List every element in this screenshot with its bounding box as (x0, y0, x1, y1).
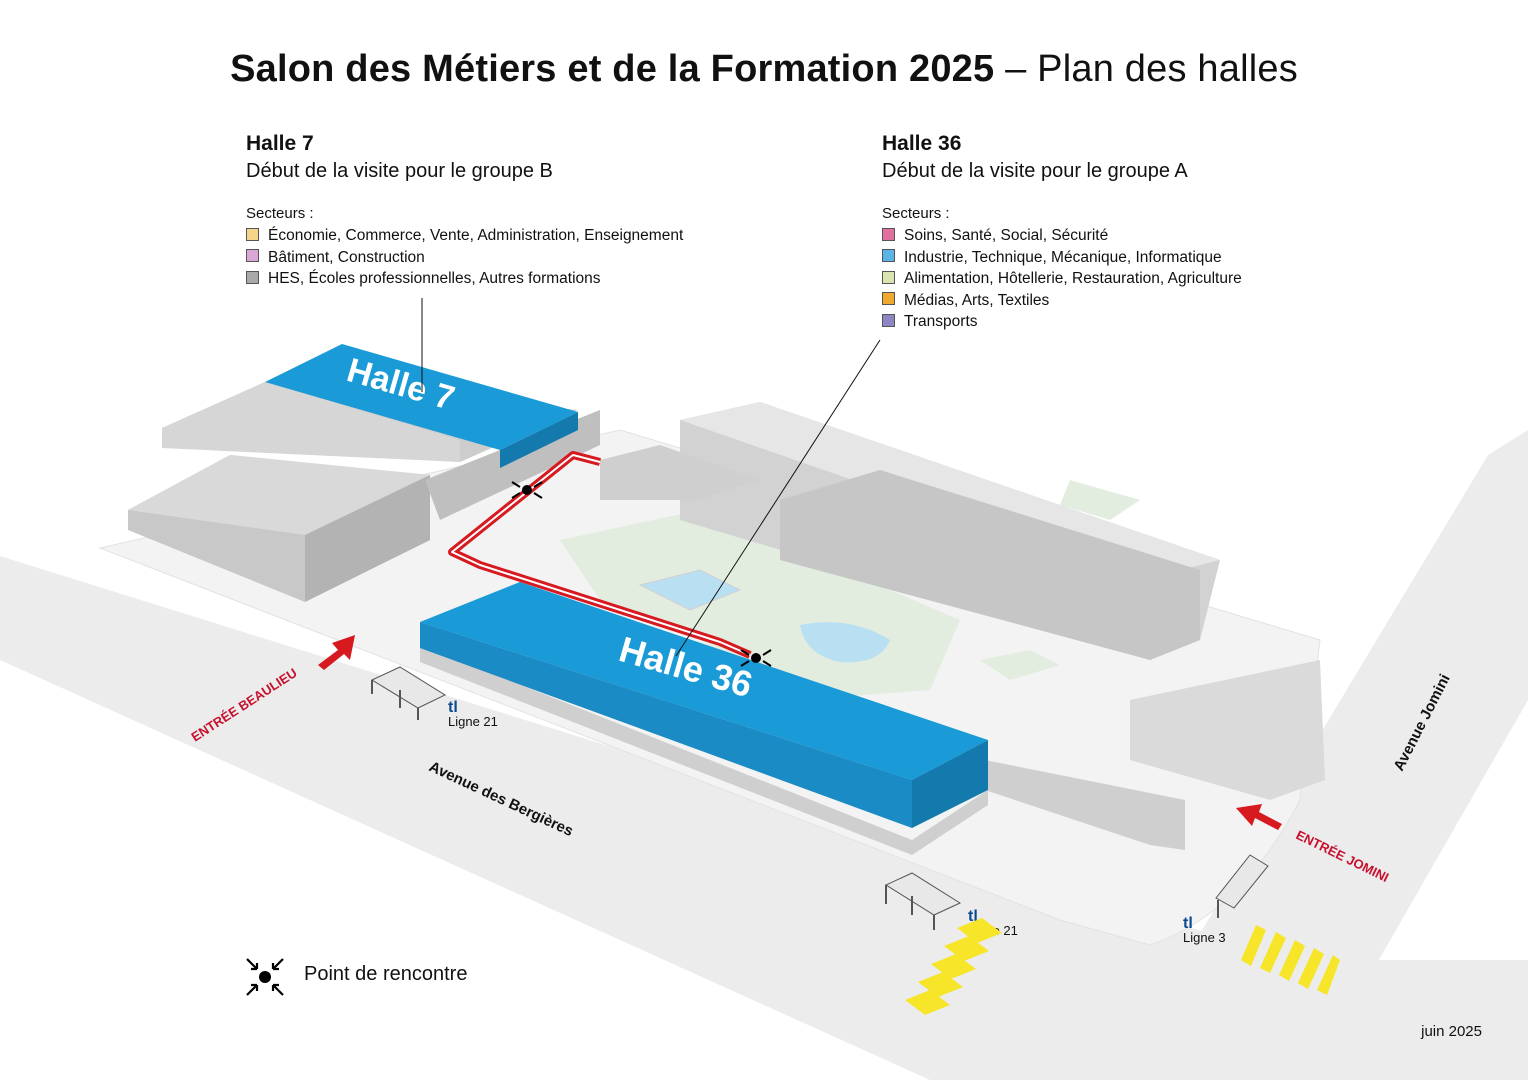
crosswalk-jomini (1241, 925, 1340, 995)
avenue-des-bergieres-road (0, 556, 1528, 1080)
legend-label: Économie, Commerce, Vente, Administratio… (268, 227, 684, 244)
date-label: juin 2025 (1421, 1023, 1482, 1040)
visit-route-inner (451, 454, 751, 656)
page-title-bold: Salon des Métiers et de la Formation 202… (230, 48, 995, 90)
legend-swatch (882, 270, 895, 284)
halle-7-subtitle: Début de la visite pour le groupe B (246, 160, 553, 182)
legend-swatch (882, 227, 895, 241)
halle-36-subtitle: Début de la visite pour le groupe A (882, 160, 1188, 182)
meeting-point-icon (246, 958, 284, 996)
crosswalk-bergieres (905, 918, 1002, 1015)
leader-line-halle-36 (675, 339, 881, 657)
halle-36-info: Halle 36 Début de la visite pour le grou… (882, 132, 1242, 333)
halle-36-building (420, 582, 988, 855)
halle-7-sectors-title: Secteurs : (246, 205, 314, 222)
legend-swatch (882, 292, 895, 306)
entree-jomini-arrow (1236, 804, 1282, 830)
avenue-jomini-road (1160, 430, 1528, 1080)
bus-stop-3-line: Ligne 3 (1183, 930, 1226, 945)
meeting-point-halle-7 (511, 481, 543, 499)
bus-stop-3-brand: tl (1183, 915, 1193, 932)
legend-swatch (882, 249, 895, 263)
bus-shelter-2 (884, 872, 962, 930)
legend-item: Économie, Commerce, Vente, Administratio… (246, 225, 683, 247)
legend-swatch (246, 249, 259, 263)
page-title-rest: – Plan des halles (994, 48, 1298, 90)
legend-label: Transports (904, 313, 978, 330)
bus-stop-1-brand: tl (448, 699, 458, 716)
page-title: Salon des Métiers et de la Formation 202… (0, 48, 1528, 91)
road-corner (1160, 1000, 1310, 1080)
legend-label: Alimentation, Hôtellerie, Restauration, … (904, 270, 1242, 287)
bus-stop-2-brand: tl (968, 908, 978, 925)
legend-label: Industrie, Technique, Mécanique, Informa… (904, 248, 1222, 266)
pool (638, 569, 742, 611)
meeting-point-label: Point de rencontre (304, 963, 468, 985)
legend-item: HES, Écoles professionnelles, Autres for… (246, 268, 683, 290)
legend-item: Médias, Arts, Textiles (882, 290, 1242, 312)
legend-label: HES, Écoles professionnelles, Autres for… (268, 270, 601, 287)
legend-swatch (246, 227, 259, 241)
bus-stop-1-line: Ligne 21 (448, 714, 498, 729)
halle-36-sectors-title: Secteurs : (882, 205, 950, 222)
legend-item: Alimentation, Hôtellerie, Restauration, … (882, 268, 1242, 290)
halle-36-name: Halle 36 (882, 132, 962, 155)
legend-label: Bâtiment, Construction (268, 248, 425, 266)
halle-7-info: Halle 7 Début de la visite pour le group… (246, 132, 683, 290)
legend-label: Soins, Santé, Social, Sécurité (904, 227, 1109, 244)
legend-swatch (882, 313, 895, 327)
entree-beaulieu-arrow (318, 635, 355, 670)
legend-item: Industrie, Technique, Mécanique, Informa… (882, 247, 1242, 269)
legend-swatch (246, 270, 259, 284)
bus-shelter-3 (1215, 854, 1269, 918)
roads (0, 430, 1528, 1080)
legend-item: Bâtiment, Construction (246, 247, 683, 269)
bus-shelter-1 (370, 666, 447, 720)
right-buildings (600, 402, 1325, 850)
halle-7-building (265, 344, 578, 468)
meeting-point-halle-36 (740, 649, 772, 667)
pond (800, 622, 890, 663)
halle-7-name: Halle 7 (246, 132, 314, 155)
legend-label: Médias, Arts, Textiles (904, 291, 1050, 309)
legend-item: Soins, Santé, Social, Sécurité (882, 225, 1242, 247)
legend-item: Transports (882, 311, 1242, 333)
